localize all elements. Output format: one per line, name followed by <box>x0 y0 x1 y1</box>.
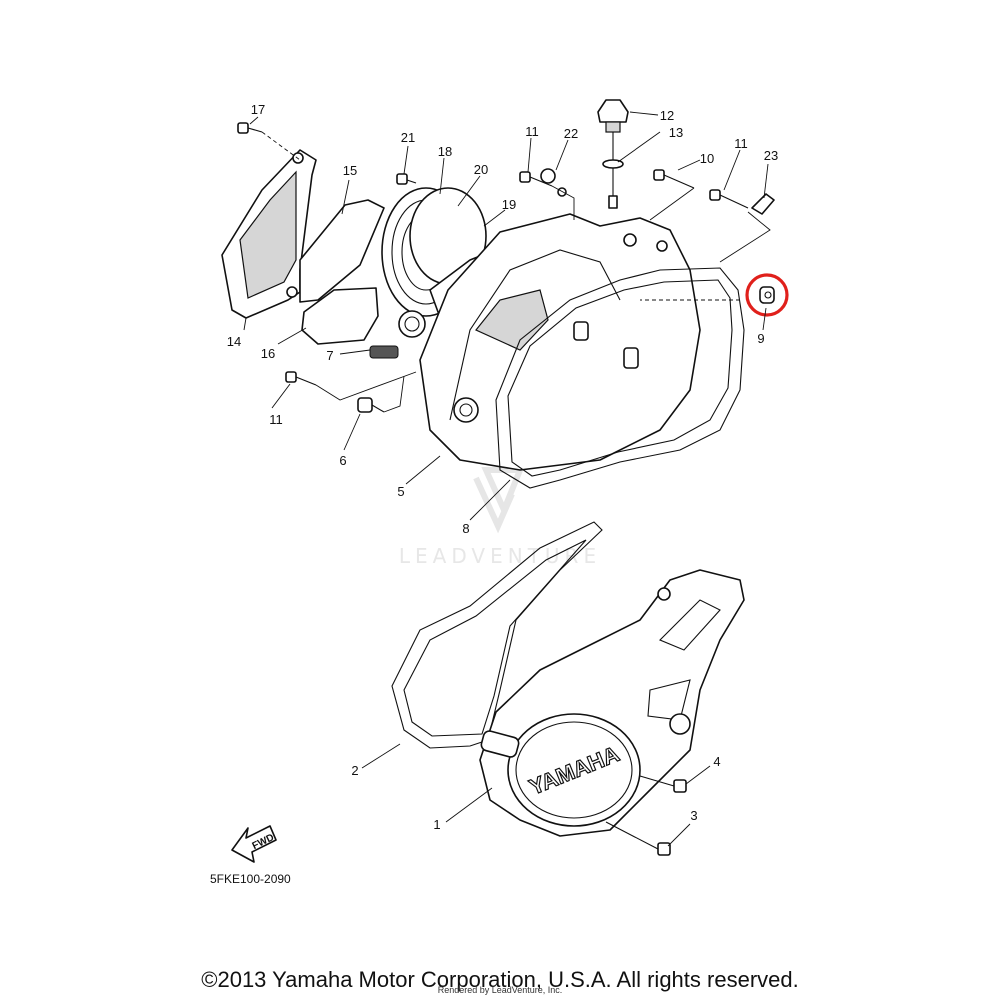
part-6-plug[interactable] <box>357 397 385 413</box>
fwd-arrow-icon: FWD <box>231 825 277 863</box>
watermark-text: LEADVENTURE <box>399 544 601 568</box>
guide-lines <box>261 131 771 413</box>
callout-14[interactable]: 14 <box>227 334 241 349</box>
watermark: LEADVENTURE <box>399 467 601 568</box>
callout-13[interactable]: 13 <box>669 125 683 140</box>
dowel-pins <box>573 321 639 369</box>
callout-20[interactable]: 20 <box>474 162 488 177</box>
leader-lines <box>243 111 769 847</box>
callout-5[interactable]: 5 <box>397 484 404 499</box>
callout-19[interactable]: 19 <box>502 197 516 212</box>
part-12-dipstick[interactable] <box>597 99 629 209</box>
part-15-gasket[interactable] <box>299 199 385 303</box>
callout-11-top[interactable]: 11 <box>525 124 539 139</box>
callout-16[interactable]: 16 <box>261 346 275 361</box>
callout-12[interactable]: 12 <box>660 108 674 123</box>
diagram-code: 5FKE100-2090 <box>210 872 291 886</box>
part-9-collar[interactable] <box>745 273 789 317</box>
part-11-bolt-right[interactable] <box>709 189 749 209</box>
callout-11-right[interactable]: 11 <box>734 136 748 151</box>
part-10-bolt[interactable] <box>653 169 695 189</box>
callouts: 1 2 3 4 5 6 7 8 9 10 11 11 11 12 13 14 1… <box>227 102 778 832</box>
part-7-seal[interactable] <box>369 345 399 359</box>
callout-9[interactable]: 9 <box>757 331 764 346</box>
part-9-highlight-ring <box>745 273 789 317</box>
part-16-gasket[interactable] <box>301 287 379 345</box>
callout-2[interactable]: 2 <box>351 763 358 778</box>
part-22-clamp[interactable] <box>540 168 567 197</box>
callout-1[interactable]: 1 <box>433 817 440 832</box>
callout-7[interactable]: 7 <box>326 348 333 363</box>
part-13-o-ring[interactable] <box>602 159 624 169</box>
callout-22[interactable]: 22 <box>564 126 578 141</box>
callout-21[interactable]: 21 <box>401 130 415 145</box>
callout-23[interactable]: 23 <box>764 148 778 163</box>
copyright-notice: ©2013 Yamaha Motor Corporation, U.S.A. A… <box>201 967 799 992</box>
part-14-cover-plate[interactable] <box>221 149 317 319</box>
part-1-crankcase-cover[interactable]: YAMAHA <box>479 569 745 837</box>
rendered-by-notice: Rendered by LeadVenture, Inc. <box>437 985 563 995</box>
callout-15[interactable]: 15 <box>343 163 357 178</box>
part-8-cover-gasket[interactable] <box>495 267 745 489</box>
callout-18[interactable]: 18 <box>438 144 452 159</box>
callout-10[interactable]: 10 <box>700 151 714 166</box>
callout-3[interactable]: 3 <box>690 808 697 823</box>
part-2-cover-gasket[interactable] <box>391 521 603 749</box>
callout-11-left[interactable]: 11 <box>269 412 283 427</box>
part-11-bolt-top[interactable] <box>519 171 553 187</box>
callout-4[interactable]: 4 <box>713 754 720 769</box>
part-17-bolt[interactable] <box>237 122 263 134</box>
callout-17[interactable]: 17 <box>251 102 265 117</box>
part-11-bolt-left[interactable] <box>285 371 317 386</box>
part-3-bolt[interactable] <box>605 821 671 856</box>
part-4-bolt[interactable] <box>639 775 687 793</box>
callout-6[interactable]: 6 <box>339 453 346 468</box>
callout-8[interactable]: 8 <box>462 521 469 536</box>
part-23-bracket[interactable] <box>751 193 775 215</box>
part-21-bolt[interactable] <box>396 173 417 185</box>
